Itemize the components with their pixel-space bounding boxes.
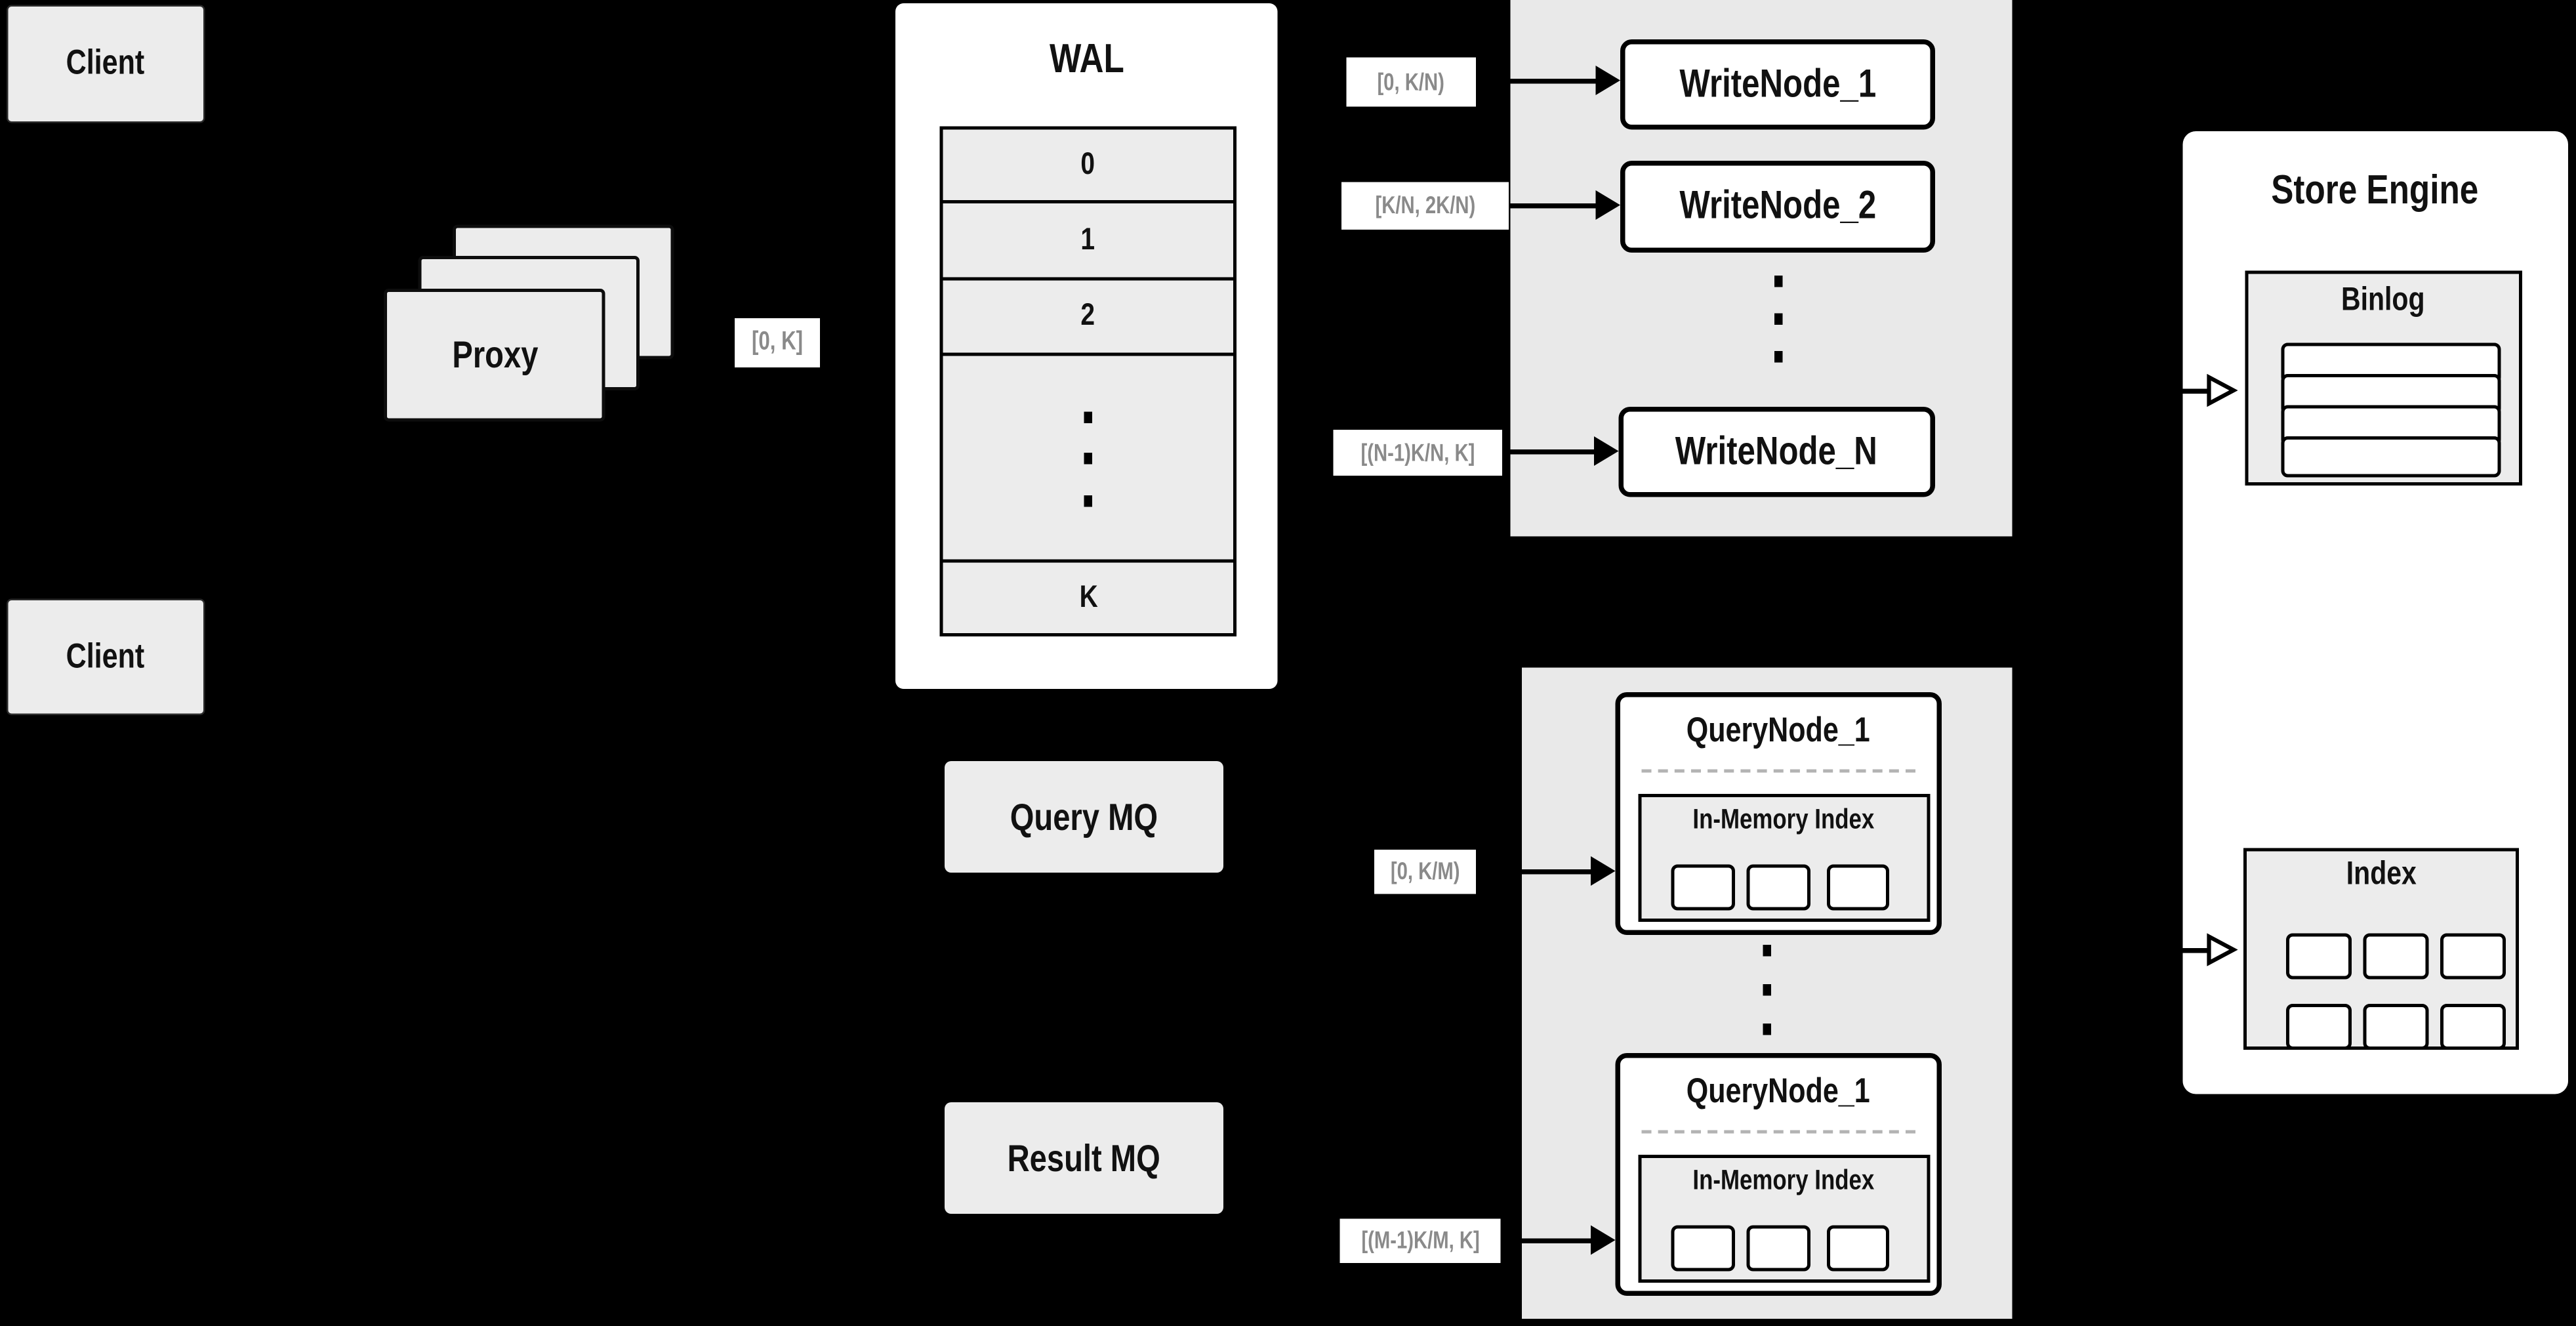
ellipsis-dot [1763, 1024, 1771, 1035]
client-box-bottom: Client [7, 598, 205, 715]
client-box-top: Client [7, 5, 205, 123]
binlog-box: Binlog [2245, 270, 2522, 486]
arrow-line-to-writenode-1 [1476, 79, 1601, 84]
arrowhead-icon [1594, 436, 1619, 466]
ellipsis-dot [1763, 984, 1771, 996]
index-cell [2286, 933, 2352, 980]
range-label: [0, K] [752, 328, 803, 356]
range-label: [0, K/M) [1390, 858, 1460, 886]
query-node-title: QueryNode_1 [1687, 712, 1871, 750]
memory-segment-cell [1746, 1225, 1810, 1272]
wal-title: WAL [1049, 36, 1124, 82]
arrow-line-to-writenode-n [1502, 449, 1599, 455]
ellipsis-dot [1774, 313, 1783, 325]
store-engine-title: Store Engine [2272, 167, 2480, 213]
query-node-top: QueryNode_1 In-Memory Index [1615, 692, 1942, 935]
range-chip-write-2: [K/N, 2K/N) [1341, 182, 1509, 230]
write-node-n: WriteNode_N [1618, 407, 1935, 497]
range-chip-query-m: [(M-1)K/M, K] [1339, 1218, 1501, 1263]
wal-row: 0 [943, 129, 1233, 203]
memory-segment-cell [1827, 864, 1889, 911]
arrow-line-to-index [2182, 948, 2209, 953]
range-chip-write-n: [(N-1)K/N, K] [1333, 430, 1502, 476]
proxy-stack: Proxy [384, 224, 674, 424]
in-memory-index-box: In-Memory Index [1638, 794, 1931, 922]
binlog-row [2281, 436, 2501, 478]
open-arrowhead-icon [2207, 374, 2238, 407]
range-label: [(M-1)K/M, K] [1360, 1227, 1480, 1255]
index-cell [2440, 1004, 2506, 1050]
arrow-line-to-querynode-bottom [1500, 1238, 1596, 1243]
client-label: Client [66, 637, 146, 675]
dashed-divider [1641, 769, 1915, 773]
ellipsis-dot [1084, 411, 1092, 423]
result-mq-box: Result MQ [945, 1102, 1223, 1214]
proxy-label: Proxy [451, 333, 538, 376]
ellipsis-dot [1774, 351, 1783, 363]
ellipsis-dot [1084, 453, 1092, 465]
range-chip-write-1: [0, K/N) [1346, 57, 1476, 107]
index-cell [2286, 1004, 2352, 1050]
client-label: Client [66, 44, 146, 83]
arrow-line-to-querynode-top [1476, 869, 1596, 875]
ellipsis-dot [1774, 276, 1783, 287]
arrow-line-to-writenode-2 [1509, 203, 1601, 209]
index-cell [2363, 1004, 2429, 1050]
arrowhead-icon [1595, 190, 1620, 220]
in-memory-index-box: In-Memory Index [1638, 1155, 1931, 1283]
open-arrowhead-icon [2207, 933, 2238, 966]
wal-row: 1 [943, 203, 1233, 281]
range-label: [K/N, 2K/N) [1375, 192, 1475, 220]
query-node-bottom: QueryNode_1 In-Memory Index [1615, 1053, 1942, 1296]
arrowhead-icon [1591, 1225, 1616, 1255]
dashed-divider [1641, 1130, 1915, 1134]
memory-segment-cell [1746, 864, 1810, 911]
wal-row-last: K [943, 562, 1233, 633]
index-cell [2440, 933, 2506, 980]
proxy-card-front: Proxy [384, 289, 605, 422]
binlog-title: Binlog [2341, 282, 2426, 318]
memory-segment-cell [1827, 1225, 1889, 1272]
query-mq-box: Query MQ [945, 761, 1223, 873]
in-memory-index-title: In-Memory Index [1693, 804, 1875, 835]
range-chip-query-1: [0, K/M) [1374, 850, 1476, 894]
arrowhead-icon [1595, 66, 1620, 95]
write-node-2: WriteNode_2 [1620, 161, 1935, 253]
ellipsis-dot [1084, 495, 1092, 507]
index-cell [2363, 933, 2429, 980]
write-node-1: WriteNode_1 [1620, 39, 1935, 130]
range-label: [(N-1)K/N, K] [1360, 438, 1475, 467]
ellipsis-dot [1763, 945, 1771, 957]
index-title: Index [2346, 856, 2417, 892]
range-label: [0, K/N) [1378, 68, 1445, 96]
arrow-line-to-binlog [2182, 388, 2209, 393]
index-box: Index [2243, 848, 2519, 1050]
wal-table: 0 1 2 K [939, 126, 1237, 636]
in-memory-index-title: In-Memory Index [1693, 1165, 1875, 1196]
range-chip-proxy-out: [0, K] [735, 318, 820, 367]
query-node-title: QueryNode_1 [1687, 1073, 1871, 1111]
wal-row: 2 [943, 280, 1233, 356]
memory-segment-cell [1671, 864, 1735, 911]
arrowhead-icon [1591, 856, 1616, 886]
wal-row-ellipsis [943, 356, 1233, 563]
memory-segment-cell [1671, 1225, 1735, 1272]
